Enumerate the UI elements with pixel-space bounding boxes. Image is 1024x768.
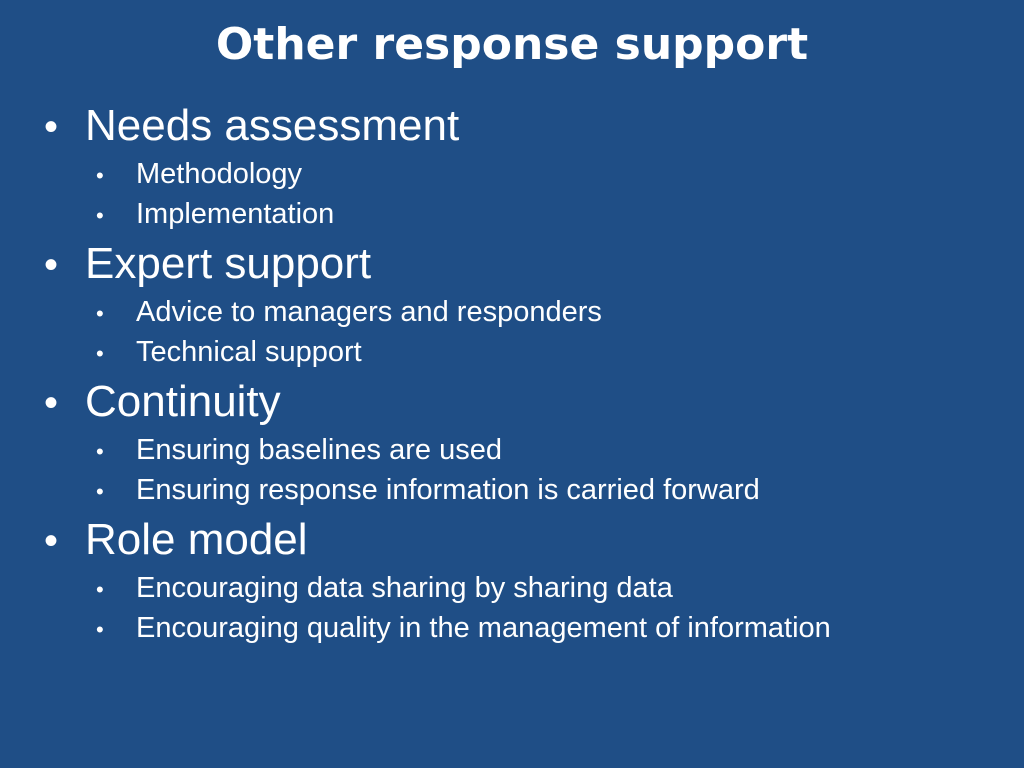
bullet-list: • Needs assessment • Methodology • Imple… [44, 96, 1004, 648]
sub-bullet-list: • Methodology • Implementation [96, 154, 1004, 234]
sub-bullet-label: Ensuring baselines are used [136, 434, 502, 466]
sub-bullet-item: • Encouraging quality in the management … [96, 608, 1004, 648]
sub-bullet-list: • Encouraging data sharing by sharing da… [96, 568, 1004, 648]
bullet-label: Expert support [85, 239, 372, 288]
bullet-label: Role model [85, 515, 308, 564]
sub-bullet-label: Ensuring response information is carried… [136, 474, 760, 506]
sub-bullet-label: Encouraging data sharing by sharing data [136, 572, 673, 604]
bullet-icon: • [96, 203, 104, 228]
sub-bullet-label: Implementation [136, 198, 335, 230]
bullet-item: • Continuity [44, 374, 1004, 430]
sub-bullet-label: Methodology [136, 158, 303, 190]
bullet-icon: • [96, 479, 104, 504]
bullet-icon: • [96, 163, 104, 188]
sub-bullet-list: • Ensuring baselines are used • Ensuring… [96, 430, 1004, 510]
sub-bullet-item: • Ensuring response information is carri… [96, 470, 1004, 510]
bullet-icon: • [96, 577, 104, 602]
sub-bullet-item: • Implementation [96, 194, 1004, 234]
bullet-icon: • [44, 105, 59, 149]
sub-bullet-item: • Methodology [96, 154, 1004, 194]
sub-bullet-item: • Advice to managers and responders [96, 292, 1004, 332]
bullet-icon: • [96, 439, 104, 464]
bullet-item: • Role model [44, 512, 1004, 568]
bullet-item: • Expert support [44, 236, 1004, 292]
bullet-icon: • [96, 617, 104, 642]
bullet-icon: • [44, 519, 59, 563]
sub-bullet-item: • Technical support [96, 332, 1004, 372]
bullet-label: Needs assessment [85, 101, 460, 150]
sub-bullet-list: • Advice to managers and responders • Te… [96, 292, 1004, 372]
bullet-label: Continuity [85, 377, 281, 426]
sub-bullet-item: • Encouraging data sharing by sharing da… [96, 568, 1004, 608]
sub-bullet-item: • Ensuring baselines are used [96, 430, 1004, 470]
sub-bullet-label: Technical support [136, 336, 362, 368]
slide-title: Other response support [215, 19, 809, 70]
bullet-icon: • [96, 341, 104, 366]
bullet-icon: • [44, 243, 59, 287]
sub-bullet-label: Encouraging quality in the management of… [136, 612, 831, 644]
bullet-item: • Needs assessment [44, 98, 1004, 154]
bullet-icon: • [96, 301, 104, 326]
sub-bullet-label: Advice to managers and responders [136, 296, 602, 328]
bullet-icon: • [44, 381, 59, 425]
